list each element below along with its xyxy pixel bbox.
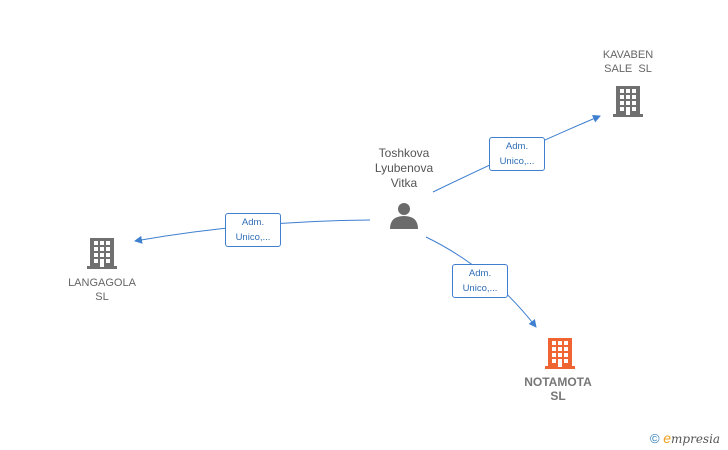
edge-label-notamota[interactable]: Adm. Unico,... (452, 264, 508, 298)
building-icon[interactable] (545, 338, 575, 369)
company-label-kavaben[interactable]: KAVABEN SALE SL (602, 49, 654, 75)
copyright-symbol: © (650, 431, 660, 446)
building-icon[interactable] (87, 238, 117, 269)
edge-label-kavaben[interactable]: Adm. Unico,... (489, 137, 545, 171)
brand-logo-text: mpresia (671, 432, 721, 446)
person-name-label[interactable]: Toshkova Lyubenova Vitka (374, 146, 434, 190)
company-label-notamota[interactable]: NOTAMOTA SL (524, 375, 592, 403)
company-label-langagola[interactable]: LANGAGOLA SL (68, 277, 136, 303)
building-icon[interactable] (613, 86, 643, 117)
brand-logo-initial: e (663, 430, 672, 446)
empresia-watermark: © empresia (650, 430, 720, 446)
edge-label-langagola[interactable]: Adm. Unico,... (225, 213, 281, 247)
person-icon[interactable] (390, 203, 418, 229)
